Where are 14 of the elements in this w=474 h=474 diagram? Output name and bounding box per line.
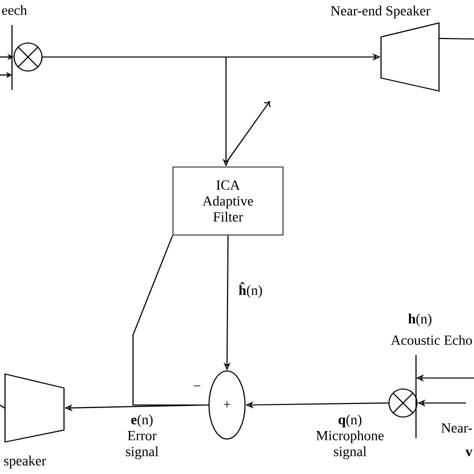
text-label: h(n) (408, 314, 432, 326)
edge-label: e(n) Error signal (126, 414, 158, 460)
speaker-label: speaker (4, 456, 46, 468)
text-label: Acoustic Echo (390, 335, 472, 345)
summing-junction: + (208, 370, 246, 440)
edge-label: q(n) Microphone signal (316, 414, 384, 460)
multiplier-symbol (13, 42, 43, 72)
text-label: v (465, 450, 472, 456)
multiplier-symbol (388, 388, 418, 418)
text-label: Near- (441, 423, 472, 433)
text-label: eech (2, 5, 27, 15)
filter-box: ICA Adaptive Filter (172, 166, 284, 236)
edge-label: ĥ(n) (238, 282, 262, 298)
speaker-label: Near-end Speaker (330, 6, 430, 18)
